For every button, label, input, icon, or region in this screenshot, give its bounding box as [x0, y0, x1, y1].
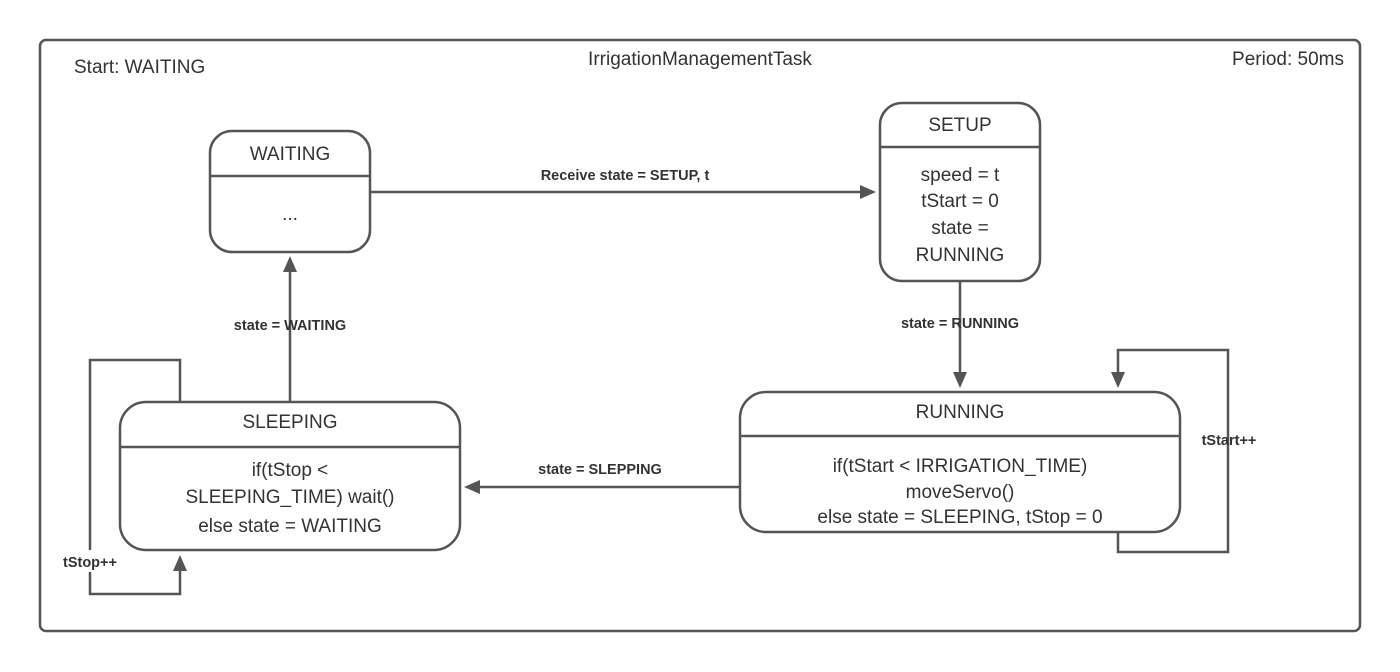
state-running-body-line: if(tStart < IRRIGATION_TIME): [833, 456, 1088, 477]
state-running-box: [738, 390, 1182, 534]
state-setup-body-line: tStart = 0: [921, 191, 999, 212]
transition-running-self-loop-line: [1116, 348, 1230, 554]
transition-sleeping-self-loop-line: [88, 358, 182, 596]
arrowhead-icon: [283, 256, 297, 272]
transition-setup-to-running-label: state = RUNNING: [901, 316, 1019, 332]
transition-running-self-loop[interactable]: tStart++: [1111, 348, 1257, 554]
transition-waiting-to-setup-label: Receive state = SETUP, t: [541, 168, 710, 184]
state-running-body-line: moveServo(): [906, 482, 1015, 503]
arrowhead-icon: [953, 372, 967, 388]
state-setup[interactable]: SETUP speed = t tStart = 0 state = RUNNI…: [878, 101, 1042, 283]
transition-sleeping-self-loop-label-bg: [58, 550, 124, 572]
state-waiting-title: WAITING: [250, 144, 331, 165]
start-state-label: Start: WAITING: [74, 57, 205, 78]
arrowhead-icon: [173, 555, 187, 571]
transition-sleeping-to-waiting[interactable]: state = WAITING: [234, 256, 346, 401]
state-waiting[interactable]: WAITING ...: [208, 129, 372, 254]
state-waiting-box: [208, 129, 372, 254]
state-sleeping-box: [118, 400, 462, 552]
state-setup-body-line: RUNNING: [916, 245, 1005, 266]
state-running[interactable]: RUNNING if(tStart < IRRIGATION_TIME) mov…: [738, 390, 1182, 534]
task-name: IrrigationManagementTask: [588, 49, 812, 70]
state-running-title: RUNNING: [916, 402, 1005, 423]
state-setup-title: SETUP: [928, 115, 991, 136]
arrowhead-icon: [860, 185, 876, 199]
state-sleeping-body-line: if(tStop <: [252, 460, 329, 481]
state-setup-body-line: state =: [931, 218, 989, 239]
arrowhead-icon: [1111, 372, 1125, 388]
transition-sleeping-self-loop-label: tStop++: [63, 555, 117, 571]
state-waiting-body-line: ...: [282, 204, 298, 225]
period-label: Period: 50ms: [1232, 49, 1344, 70]
state-sleeping[interactable]: SLEEPING if(tStop < SLEEPING_TIME) wait(…: [118, 400, 462, 552]
transition-running-to-sleeping-label: state = SLEPPING: [538, 462, 662, 478]
transition-setup-to-running[interactable]: state = RUNNING: [901, 282, 1019, 388]
state-sleeping-title: SLEEPING: [242, 412, 337, 433]
transition-running-to-sleeping[interactable]: state = SLEPPING: [464, 462, 739, 494]
task-frame: [38, 38, 1362, 633]
arrowhead-icon: [464, 480, 480, 494]
transition-waiting-to-setup[interactable]: Receive state = SETUP, t: [371, 168, 876, 199]
transition-sleeping-self-loop[interactable]: tStop++: [58, 358, 187, 596]
transition-running-self-loop-label: tStart++: [1202, 433, 1257, 449]
state-setup-body-line: speed = t: [921, 165, 1000, 186]
state-sleeping-body-line: else state = WAITING: [198, 516, 382, 537]
transition-sleeping-to-waiting-label: state = WAITING: [234, 318, 346, 334]
state-running-body-line: else state = SLEEPING, tStop = 0: [817, 507, 1102, 528]
state-sleeping-body-line: SLEEPING_TIME) wait(): [185, 487, 394, 508]
